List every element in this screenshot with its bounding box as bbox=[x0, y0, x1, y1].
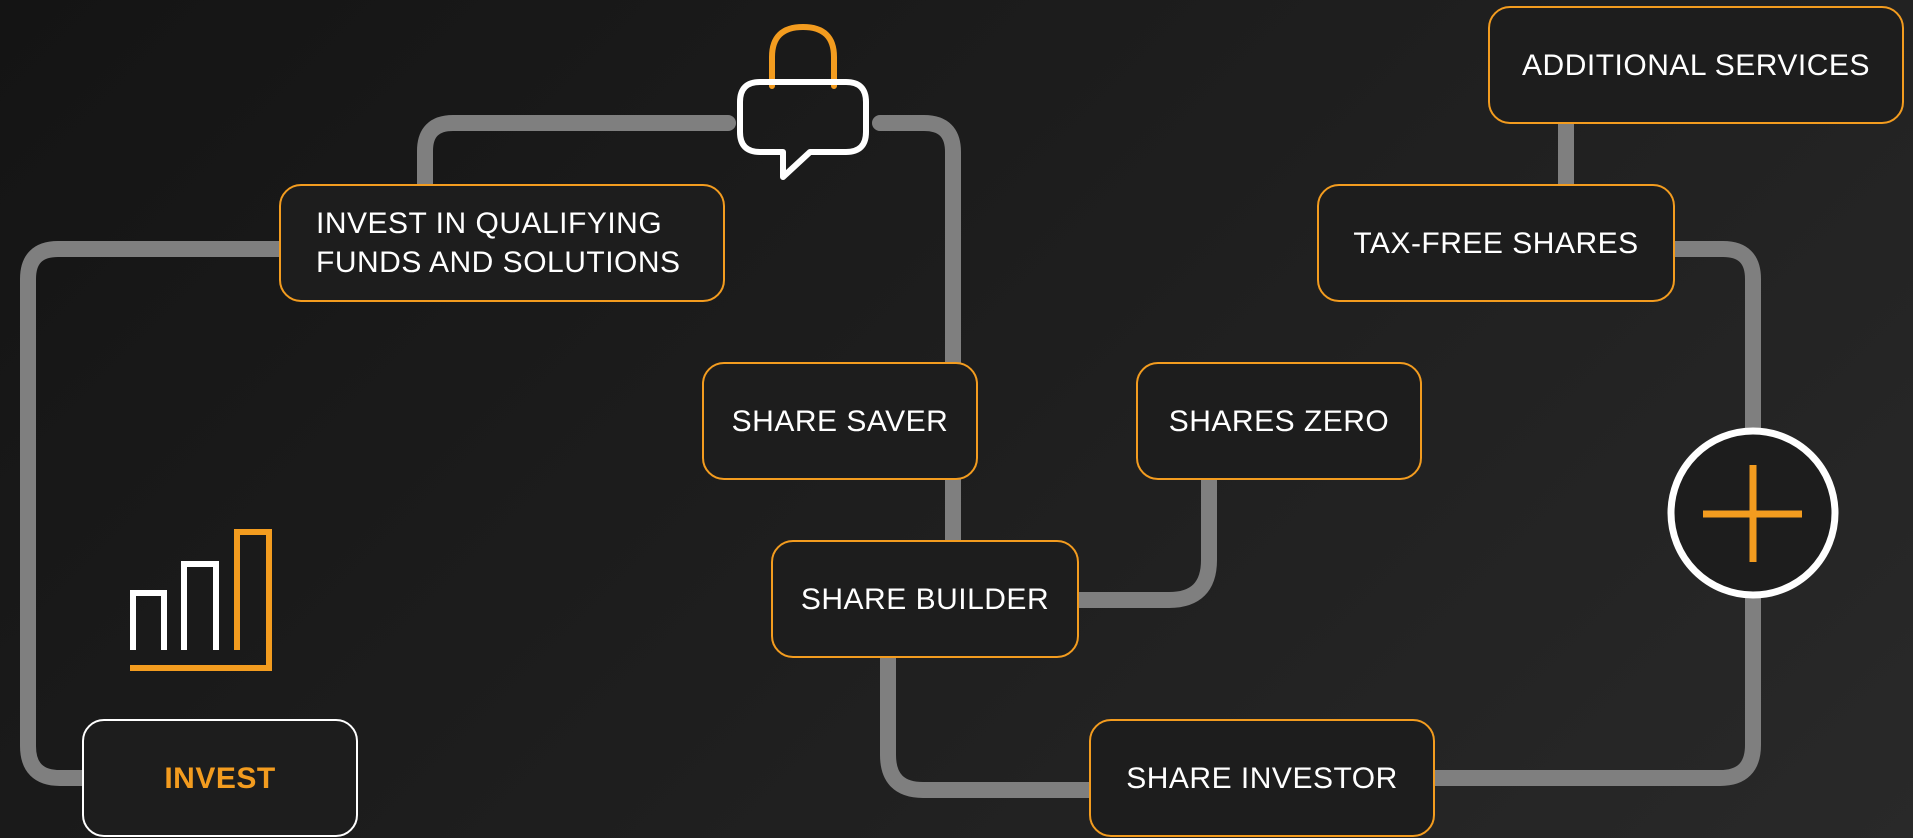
node-additional-services[interactable]: ADDITIONAL SERVICES bbox=[1488, 6, 1904, 124]
node-invest[interactable]: INVEST bbox=[82, 719, 358, 837]
connector-investor-to-plus bbox=[1424, 582, 1761, 786]
plus-circle-icon bbox=[1667, 427, 1839, 599]
node-share-builder[interactable]: SHARE BUILDER bbox=[771, 540, 1079, 658]
connector-builder-to-zero bbox=[1067, 470, 1217, 608]
chat-bubble bbox=[737, 79, 869, 180]
lock-shackle bbox=[769, 24, 837, 89]
connector-builder-to-investor bbox=[880, 649, 1100, 798]
connector-invest-to-qualifying bbox=[20, 241, 290, 786]
node-share-saver[interactable]: SHARE SAVER bbox=[702, 362, 978, 480]
node-share-investor[interactable]: SHARE INVESTOR bbox=[1089, 719, 1435, 837]
node-shares-zero[interactable]: SHARES ZERO bbox=[1136, 362, 1422, 480]
bar-tall bbox=[234, 529, 272, 668]
node-additional-services-label: ADDITIONAL SERVICES bbox=[1522, 48, 1870, 82]
bar-chart-icon bbox=[130, 529, 272, 671]
bar-short bbox=[130, 590, 167, 650]
node-invest-qualifying-label: INVEST IN QUALIFYING FUNDS AND SOLUTIONS bbox=[316, 207, 681, 279]
node-share-builder-label: SHARE BUILDER bbox=[800, 582, 1050, 616]
bar-medium bbox=[181, 561, 219, 650]
connector-qualifying-to-lock bbox=[417, 115, 736, 193]
connector-lock-to-saver bbox=[872, 115, 961, 373]
node-invest-label: INVEST bbox=[164, 761, 276, 795]
node-tax-free-shares[interactable]: TAX-FREE SHARES bbox=[1317, 184, 1675, 302]
node-invest-qualifying[interactable]: INVEST IN QUALIFYING FUNDS AND SOLUTIONS bbox=[279, 184, 725, 302]
connector-plus-to-taxfree bbox=[1664, 241, 1761, 448]
node-shares-zero-label: SHARES ZERO bbox=[1168, 404, 1390, 438]
connectors bbox=[20, 114, 1761, 798]
node-share-investor-label: SHARE INVESTOR bbox=[1126, 761, 1398, 795]
node-tax-free-shares-label: TAX-FREE SHARES bbox=[1353, 226, 1639, 260]
node-share-saver-label: SHARE SAVER bbox=[731, 404, 949, 438]
lock-chat-icon bbox=[737, 24, 869, 180]
